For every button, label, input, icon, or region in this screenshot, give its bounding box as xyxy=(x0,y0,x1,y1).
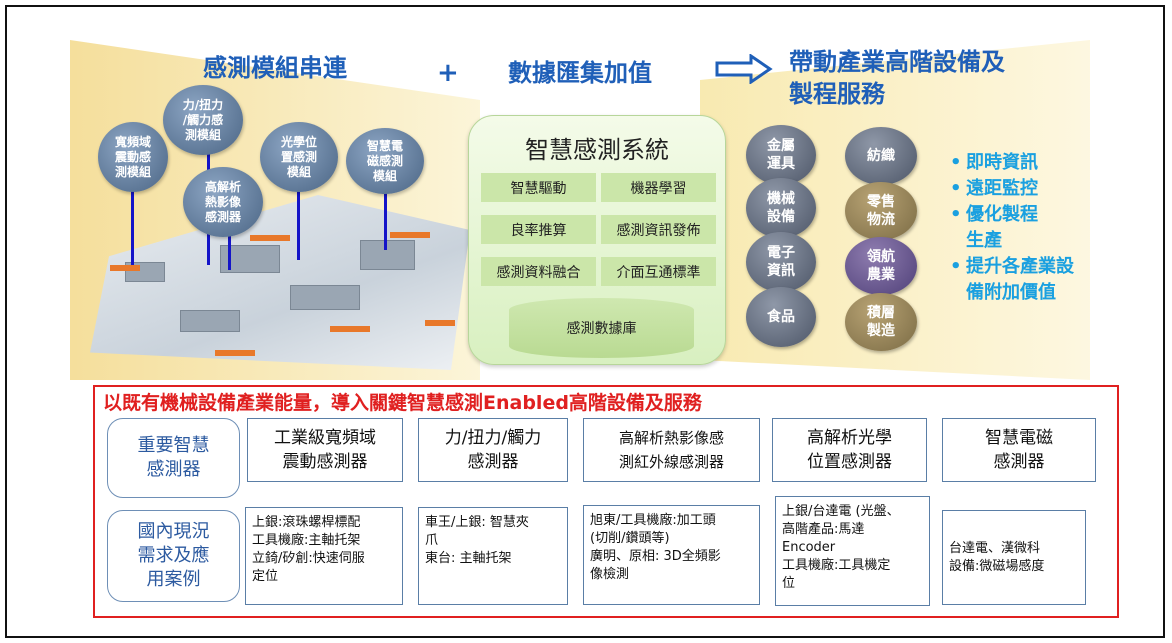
plus-sign: + xyxy=(437,58,459,88)
factory-label xyxy=(215,350,255,356)
industry-textile: 紡織 xyxy=(845,127,917,185)
benefit-item: •提升各產業設 xyxy=(950,256,1074,277)
header-drive-industry: 帶動產業高階設備及 xyxy=(789,48,1005,76)
sensor-type-thermal: 高解析熱影像感 測紅外線感測器 xyxy=(583,418,760,482)
sensor-type-optical: 高解析光學 位置感測器 xyxy=(772,418,927,482)
sensor-bubble-force: 力/扭力 /觸力感 測模組 xyxy=(163,85,243,155)
industry-electronics: 電子 資訊 xyxy=(746,232,816,292)
system-cell: 智慧驅動 xyxy=(481,173,596,202)
benefit-item: 生產 xyxy=(966,230,1002,251)
row-label-domestic-cases: 國內現況 需求及應 用案例 xyxy=(107,510,240,602)
factory-label xyxy=(110,265,140,271)
sensor-pole xyxy=(131,185,134,265)
industry-retail-logistics: 零售 物流 xyxy=(845,182,917,240)
case-vibration: 上銀:滾珠螺桿標配 工具機廠:主軸托架 立錡/矽創:快速伺服 定位 xyxy=(245,507,403,605)
factory-label xyxy=(330,326,370,332)
sensor-type-magnetic: 智慧電磁 感測器 xyxy=(942,418,1096,482)
factory-label xyxy=(425,320,455,326)
system-cell: 感測資訊發佈 xyxy=(601,215,716,244)
sensor-pole xyxy=(384,185,387,250)
case-force: 車王/上銀: 智慧夾 爪 東台: 主軸托架 xyxy=(418,507,568,605)
arrow-right-icon xyxy=(715,54,773,84)
sensor-pole xyxy=(228,230,231,270)
bottom-section-title: 以既有機械設備產業能量，導入關鍵智慧感測Enabled高階設備及服務 xyxy=(103,392,702,414)
sensor-bubble-vibration: 寬頻域 震動感 測模組 xyxy=(98,122,168,192)
header-sensor-chain: 感測模組串連 xyxy=(203,54,347,82)
factory-machine xyxy=(290,285,360,310)
factory-label xyxy=(250,235,290,241)
system-cell: 良率推算 xyxy=(481,215,596,244)
industry-agriculture: 領航 農業 xyxy=(845,237,917,295)
factory-label xyxy=(390,232,430,238)
case-magnetic: 台達電、漢微科 設備:微磁場感度 xyxy=(942,510,1086,605)
sensor-type-vibration: 工業級寬頻域 震動感測器 xyxy=(247,418,403,482)
sensor-type-force: 力/扭力/觸力 感測器 xyxy=(418,418,568,482)
header-data-aggregation: 數據匯集加值 xyxy=(508,59,652,87)
sensing-database-cylinder: 感測數據庫 xyxy=(509,298,694,358)
benefit-list: •即時資訊 •遠距監控 •優化製程 生產 •提升各產業設 備附加價值 xyxy=(950,150,1074,306)
industry-metal-vehicles: 金屬 運具 xyxy=(746,125,816,185)
industry-food: 食品 xyxy=(746,287,816,347)
smart-sensing-system: 智慧感測系統 智慧驅動 機器學習 良率推算 感測資訊發佈 感測資料融合 介面互通… xyxy=(468,115,726,365)
bottom-section-frame xyxy=(93,385,1119,618)
benefit-item: •優化製程 xyxy=(950,204,1038,225)
benefit-item: 備附加價值 xyxy=(966,282,1056,303)
benefit-item: •即時資訊 xyxy=(950,152,1038,173)
sensor-bubble-optical: 光學位 置感測 模組 xyxy=(260,122,338,192)
case-thermal: 旭東/工具機廠:加工頭 (切削/鑽頭等) 廣明、原相: 3D全頻影 像檢測 xyxy=(583,505,760,605)
system-cell: 感測資料融合 xyxy=(481,257,596,286)
sensor-bubble-magnetic: 智慧電 磁感測 模組 xyxy=(346,128,424,194)
system-cell: 介面互通標準 xyxy=(601,257,716,286)
sensor-pole xyxy=(297,185,300,260)
industry-machinery: 機械 設備 xyxy=(746,178,816,238)
row-label-key-sensors: 重要智慧 感測器 xyxy=(107,418,240,498)
factory-machine xyxy=(360,240,415,270)
benefit-item: •遠距監控 xyxy=(950,178,1038,199)
header-process-services: 製程服務 xyxy=(789,80,885,108)
factory-machine xyxy=(180,310,240,332)
sensor-bubble-thermal: 高解析 熱影像 感測器 xyxy=(183,167,263,237)
case-optical: 上銀/台達電 (光盤、 高階產品:馬達 Encoder 工具機廠:工具機定 位 xyxy=(775,496,930,606)
industry-additive-manufacturing: 積層 製造 xyxy=(845,293,917,351)
system-title: 智慧感測系統 xyxy=(525,136,669,164)
slide-frame xyxy=(5,5,1165,638)
system-cell: 機器學習 xyxy=(601,173,716,202)
